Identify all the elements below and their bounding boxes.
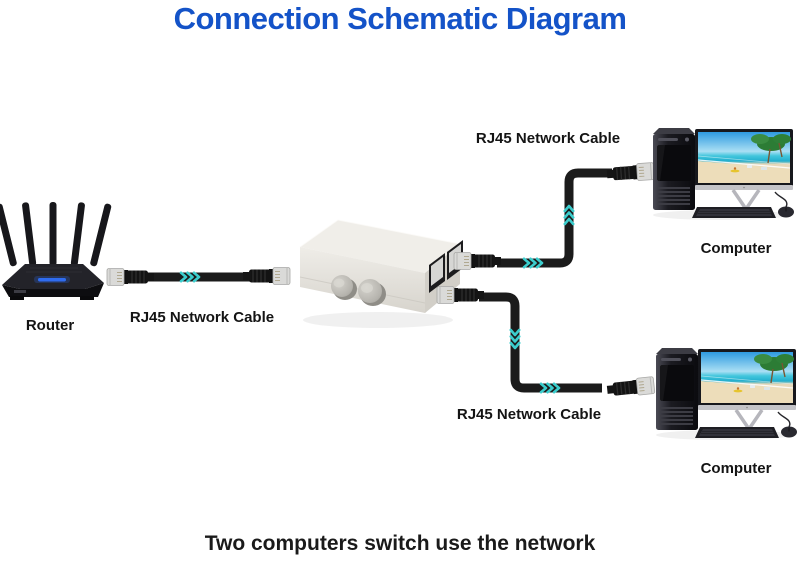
- router-label: Router: [25, 317, 75, 334]
- rj45-connector: [605, 375, 656, 400]
- computer-top-illustration: [651, 126, 796, 222]
- page-caption: Two computers switch use the network: [204, 532, 596, 555]
- bottom-cable-label: RJ45 Network Cable: [456, 406, 602, 423]
- rj45-connector: [436, 285, 485, 305]
- network-switch-illustration: [299, 219, 463, 328]
- switch-port: [429, 253, 445, 293]
- rj45-connector: [242, 266, 291, 286]
- rj45-connector: [106, 267, 155, 287]
- switch-selector-knob: [331, 275, 357, 300]
- computer-bottom-illustration: [654, 346, 799, 442]
- page-title: Connection Schematic Diagram: [173, 1, 627, 36]
- router-cable-label: RJ45 Network Cable: [129, 309, 275, 326]
- router-illustration: [0, 202, 112, 300]
- rj45-connector: [605, 161, 656, 184]
- bottom-computer-label: Computer: [700, 460, 772, 477]
- top-cable-label: RJ45 Network Cable: [475, 130, 621, 147]
- switch-to-top-computer-cable: [453, 161, 656, 271]
- top-computer-label: Computer: [700, 240, 772, 257]
- router-to-switch-cable: [106, 266, 291, 287]
- switch-to-bottom-computer-cable: [436, 285, 656, 400]
- rj45-connector: [453, 251, 502, 271]
- switch-selector-knob: [358, 279, 386, 306]
- router-led-strip: [38, 278, 66, 282]
